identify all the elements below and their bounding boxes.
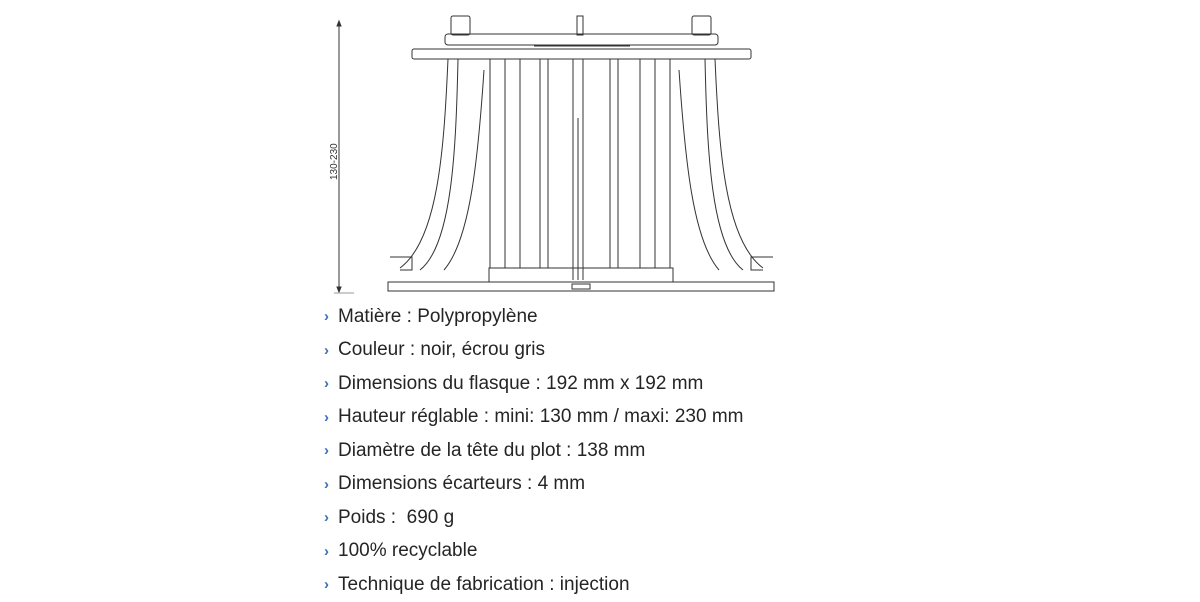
spec-manufacturing: › Technique de fabrication : injection: [324, 568, 744, 602]
spec-head-diameter: › Diamètre de la tête du plot : 138 mm: [324, 434, 744, 468]
chevron-right-icon: ›: [324, 308, 329, 326]
spec-label: Diamètre de la tête du plot : 138 mm: [338, 439, 646, 461]
spec-label: 100% recyclable: [338, 540, 478, 562]
spec-material: › Matière : Polypropylène: [324, 300, 744, 334]
spec-label: Technique de fabrication : injection: [338, 573, 630, 595]
spec-label: Matière : Polypropylène: [338, 305, 538, 327]
chevron-right-icon: ›: [324, 475, 329, 493]
spec-label: Couleur : noir, écrou gris: [338, 339, 545, 361]
chevron-right-icon: ›: [324, 408, 329, 426]
spec-label: Poids : 690 g: [338, 506, 455, 528]
spec-adjustable-height: › Hauteur réglable : mini: 130 mm / maxi…: [324, 401, 744, 435]
dimension-label: 130-230: [329, 143, 340, 180]
spec-flange-dimensions: › Dimensions du flasque : 192 mm x 192 m…: [324, 367, 744, 401]
chevron-right-icon: ›: [324, 375, 329, 393]
chevron-right-icon: ›: [324, 576, 329, 594]
chevron-right-icon: ›: [324, 442, 329, 460]
spec-weight: › Poids : 690 g: [324, 501, 744, 535]
dimension-line: [334, 19, 354, 294]
spec-color: › Couleur : noir, écrou gris: [324, 334, 744, 368]
chevron-right-icon: ›: [324, 509, 329, 527]
spec-label: Dimensions écarteurs : 4 mm: [338, 473, 586, 495]
chevron-right-icon: ›: [324, 542, 329, 560]
spec-recyclable: › 100% recyclable: [324, 535, 744, 569]
spec-label: Hauteur réglable : mini: 130 mm / maxi: …: [338, 406, 744, 428]
spec-spacer-dimensions: › Dimensions écarteurs : 4 mm: [324, 468, 744, 502]
pedestal-drawing: [334, 15, 775, 294]
spec-list: › Matière : Polypropylène › Couleur : no…: [324, 300, 744, 602]
chevron-right-icon: ›: [324, 341, 329, 359]
spec-label: Dimensions du flasque : 192 mm x 192 mm: [338, 372, 704, 394]
